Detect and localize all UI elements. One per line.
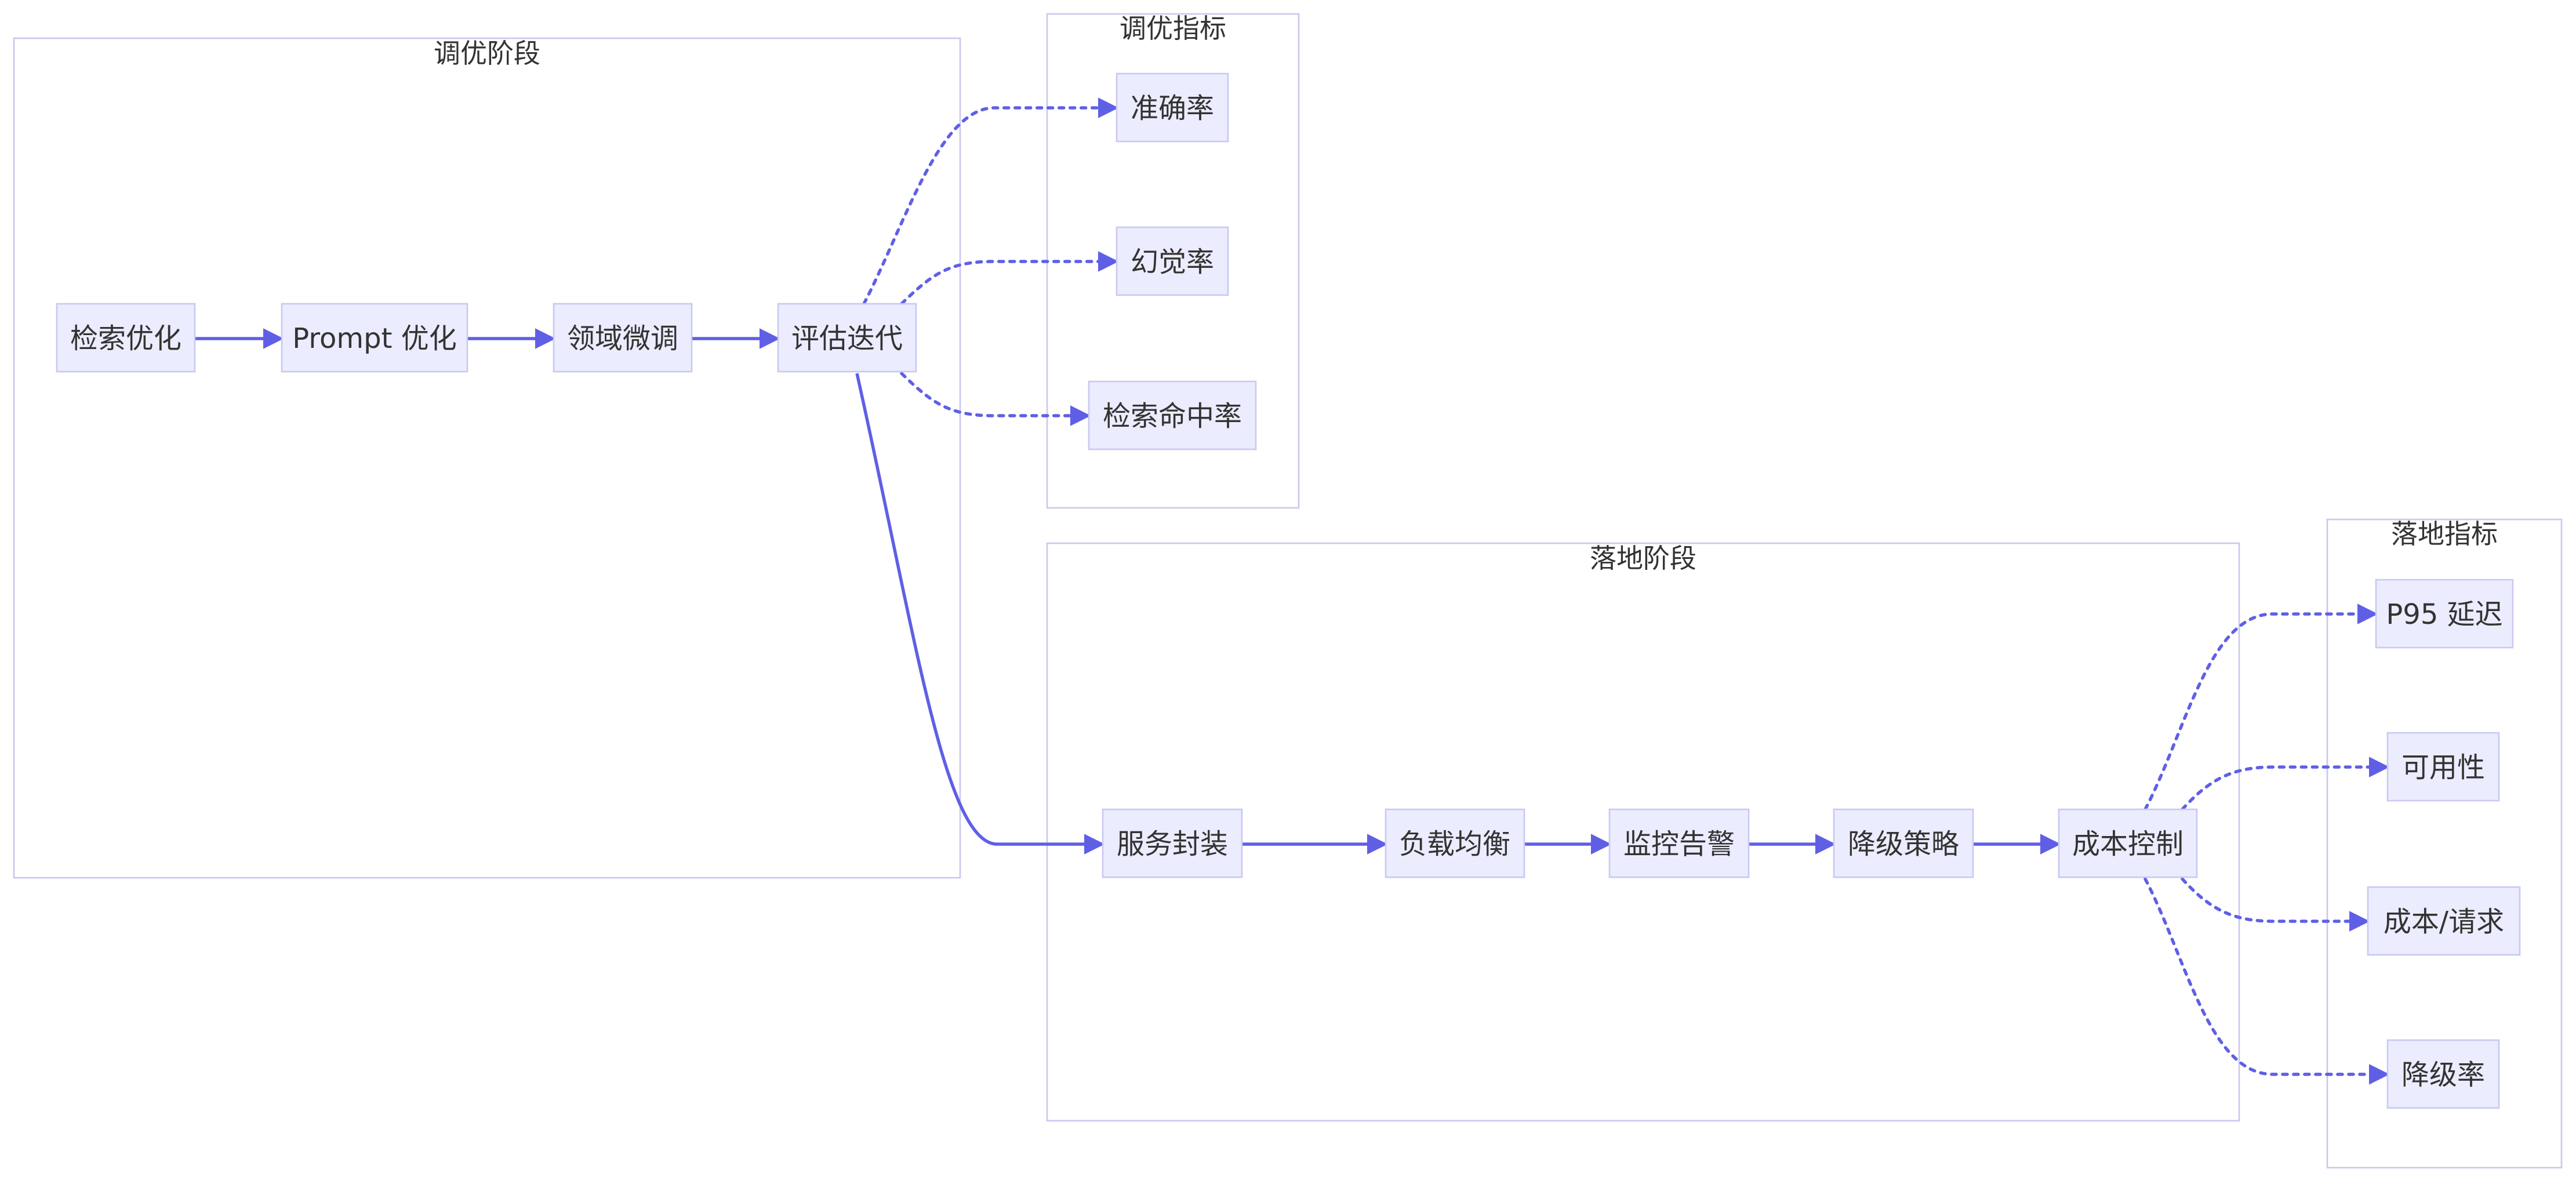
node-domain-finetune[interactable]: 领域微调: [553, 303, 693, 373]
cluster-title-tuning-metrics: 调优指标: [1120, 13, 1226, 44]
node-label: Prompt 优化: [292, 322, 456, 355]
edge-cost-to-availability: [2181, 757, 2390, 811]
edge-cost-to-degrade-rate: [2143, 877, 2390, 1085]
node-cost-control[interactable]: 成本控制: [2058, 808, 2198, 878]
node-retrieval-hit-rate[interactable]: 检索命中率: [1088, 380, 1257, 450]
node-label: 降级率: [2401, 1059, 2485, 1091]
node-label: 准确率: [1131, 92, 1214, 125]
node-hallucination-rate[interactable]: 幻觉率: [1116, 226, 1229, 296]
node-p95-latency[interactable]: P95 延迟: [2375, 579, 2514, 649]
edge-eval-to-accuracy: [862, 97, 1119, 306]
edge-eval-to-hallucination: [900, 251, 1119, 306]
edge-cost-to-cost-per-req: [2181, 877, 2370, 932]
node-label: 可用性: [2401, 751, 2485, 784]
node-label: 幻觉率: [1131, 246, 1214, 278]
node-label: 评估迭代: [791, 322, 903, 355]
edge-eval-to-service: [855, 373, 1105, 855]
node-label: 领域微调: [567, 322, 678, 355]
node-cost-per-request[interactable]: 成本/请求: [2367, 886, 2521, 956]
node-label: 成本/请求: [2384, 906, 2504, 938]
node-degradation-policy[interactable]: 降级策略: [1833, 808, 1974, 878]
edge-cost-to-p95: [2143, 604, 2378, 811]
node-label: 检索命中率: [1103, 400, 1242, 433]
node-retrieval-opt[interactable]: 检索优化: [56, 303, 196, 373]
node-prompt-opt[interactable]: Prompt 优化: [281, 303, 468, 373]
cluster-title-deploy-metrics: 落地指标: [2391, 518, 2498, 550]
node-eval-iteration[interactable]: 评估迭代: [777, 303, 917, 373]
node-label: 负载均衡: [1399, 828, 1510, 860]
node-label: 降级策略: [1848, 828, 1959, 860]
node-load-balancing[interactable]: 负载均衡: [1385, 808, 1525, 878]
edges: [195, 97, 2390, 1085]
node-accuracy[interactable]: 准确率: [1116, 72, 1229, 143]
node-degradation-rate[interactable]: 降级率: [2386, 1039, 2500, 1109]
node-service-packaging[interactable]: 服务封装: [1102, 808, 1243, 878]
node-monitoring-alerts[interactable]: 监控告警: [1608, 808, 1750, 878]
node-availability[interactable]: 可用性: [2386, 732, 2500, 802]
node-label: 成本控制: [2072, 828, 2183, 860]
edge-eval-to-hit-rate: [900, 372, 1091, 426]
node-label: 监控告警: [1623, 828, 1735, 860]
cluster-title-deploy-stage: 落地阶段: [1590, 543, 1696, 574]
node-label: 服务封装: [1117, 828, 1228, 860]
node-label: 检索优化: [70, 322, 181, 355]
node-label: P95 延迟: [2386, 598, 2502, 631]
cluster-tuning-stage: 调优阶段: [13, 37, 961, 879]
cluster-title-tuning-stage: 调优阶段: [434, 38, 540, 69]
